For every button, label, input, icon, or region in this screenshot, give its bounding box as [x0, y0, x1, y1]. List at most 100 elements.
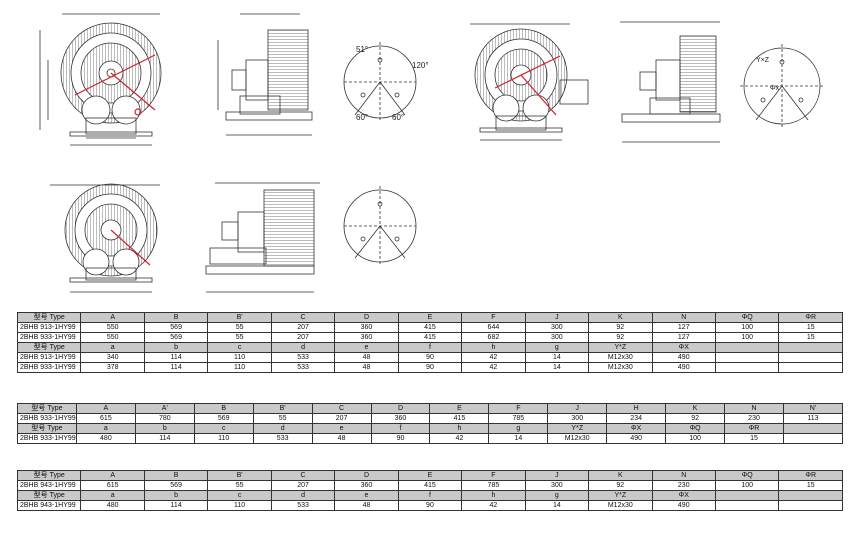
table-cell: M12x30 — [547, 433, 608, 444]
table-cell: 14 — [488, 433, 549, 444]
red-guide-lines-2 — [494, 55, 561, 116]
red-guide-lines-3 — [110, 229, 151, 266]
table-cell: K — [588, 470, 653, 481]
table-cell: 207 — [311, 413, 372, 424]
table-cell: A' — [134, 403, 195, 414]
table-cell: 92 — [588, 322, 653, 333]
table-cell: 569 — [143, 322, 209, 333]
angle-label-51: 51° — [356, 45, 368, 54]
table-cell: 533 — [270, 362, 336, 373]
model-cell: 2BHB 933-1HY99 — [17, 413, 77, 424]
table-cell: 480 — [75, 433, 136, 444]
type-header-cell: 型号 Type — [16, 470, 82, 481]
table-cell: 15 — [778, 332, 843, 343]
table-cell: J — [547, 403, 608, 414]
table-cell: 490 — [651, 500, 716, 511]
table-cell: M12x30 — [588, 500, 653, 511]
table-cell: A — [80, 470, 145, 481]
y-z-label: Y×Z — [756, 57, 770, 64]
table-cell: J — [524, 312, 590, 323]
table-cell: h — [461, 490, 526, 501]
table-cell: B' — [207, 312, 272, 323]
table-cell: f — [370, 423, 431, 434]
table-cell: F — [461, 312, 526, 323]
table-cell: 340 — [80, 352, 145, 363]
table-cell: B — [143, 470, 209, 481]
table-cell: 114 — [134, 433, 195, 444]
table-cell: 90 — [397, 362, 463, 373]
table-cell — [714, 490, 780, 501]
front-view-3 — [50, 183, 160, 293]
model-cell: 2BHB 933-1HY99 — [16, 332, 82, 343]
phi-x-label: Φx — [770, 85, 780, 92]
table-cell: b — [143, 490, 209, 501]
table-cell: 90 — [370, 433, 431, 444]
table-cell: Y*Z — [588, 342, 653, 353]
table-cell: 114 — [143, 500, 209, 511]
table-cell: 780 — [134, 413, 195, 424]
table-cell: F — [488, 403, 549, 414]
table-cell: c — [207, 342, 272, 353]
table-cell: 48 — [334, 362, 399, 373]
table-cell: 569 — [143, 480, 209, 491]
table-cell: Y*Z — [547, 423, 608, 434]
model-cell: 2BHB 933-1HY99 — [17, 433, 77, 444]
table-cell: ΦX — [606, 423, 667, 434]
table-cell: 550 — [80, 322, 145, 333]
table-cell: 785 — [461, 480, 526, 491]
table-cell: 14 — [524, 352, 590, 363]
angle-label-60b: 60° — [392, 113, 404, 122]
table-cell: 300 — [524, 332, 590, 343]
table-cell: ΦX — [651, 342, 716, 353]
table-cell: D — [370, 403, 431, 414]
table-cell: 55 — [207, 322, 272, 333]
table-cell: 15 — [778, 322, 843, 333]
table-cell: 533 — [252, 433, 313, 444]
type-header-cell: 型号 Type — [16, 490, 82, 501]
table-cell — [778, 342, 843, 353]
angle-label-120: 120° — [412, 61, 429, 70]
table-cell: a — [80, 342, 145, 353]
table-cell: 533 — [270, 352, 336, 363]
table-cell: C — [270, 470, 336, 481]
table-cell: 114 — [143, 352, 209, 363]
table-cell: 92 — [588, 332, 653, 343]
table-cell: e — [334, 342, 399, 353]
table-cell: ΦR — [778, 312, 843, 323]
table-cell: ΦQ — [665, 423, 726, 434]
table-cell: 230 — [651, 480, 716, 491]
table-cell: 480 — [80, 500, 145, 511]
table-cell: 360 — [334, 480, 399, 491]
table-cell: d — [252, 423, 313, 434]
table-cell: 113 — [782, 413, 844, 424]
table-cell: 785 — [488, 413, 549, 424]
table-cell: 15 — [724, 433, 784, 444]
table-cell: 90 — [397, 352, 463, 363]
table-cell: 378 — [80, 362, 145, 373]
table-cell: N — [651, 312, 716, 323]
table-cell: 110 — [193, 433, 254, 444]
model-cell: 2BHB 913-1HY99 — [16, 322, 82, 333]
table-cell — [778, 362, 843, 373]
table-cell: E — [429, 403, 490, 414]
table-cell: ΦR — [778, 470, 843, 481]
model-cell: 2BHB 933-1HY99 — [16, 362, 82, 373]
table-cell: A — [80, 312, 145, 323]
angle-label-60: 60° — [356, 113, 368, 122]
table-cell: 415 — [397, 322, 463, 333]
table-cell: c — [207, 490, 272, 501]
table-cell: ΦR — [724, 423, 784, 434]
table-cell: 92 — [665, 413, 726, 424]
table-cell — [714, 362, 780, 373]
table-cell: 55 — [207, 332, 272, 343]
table-cell: f — [397, 342, 463, 353]
